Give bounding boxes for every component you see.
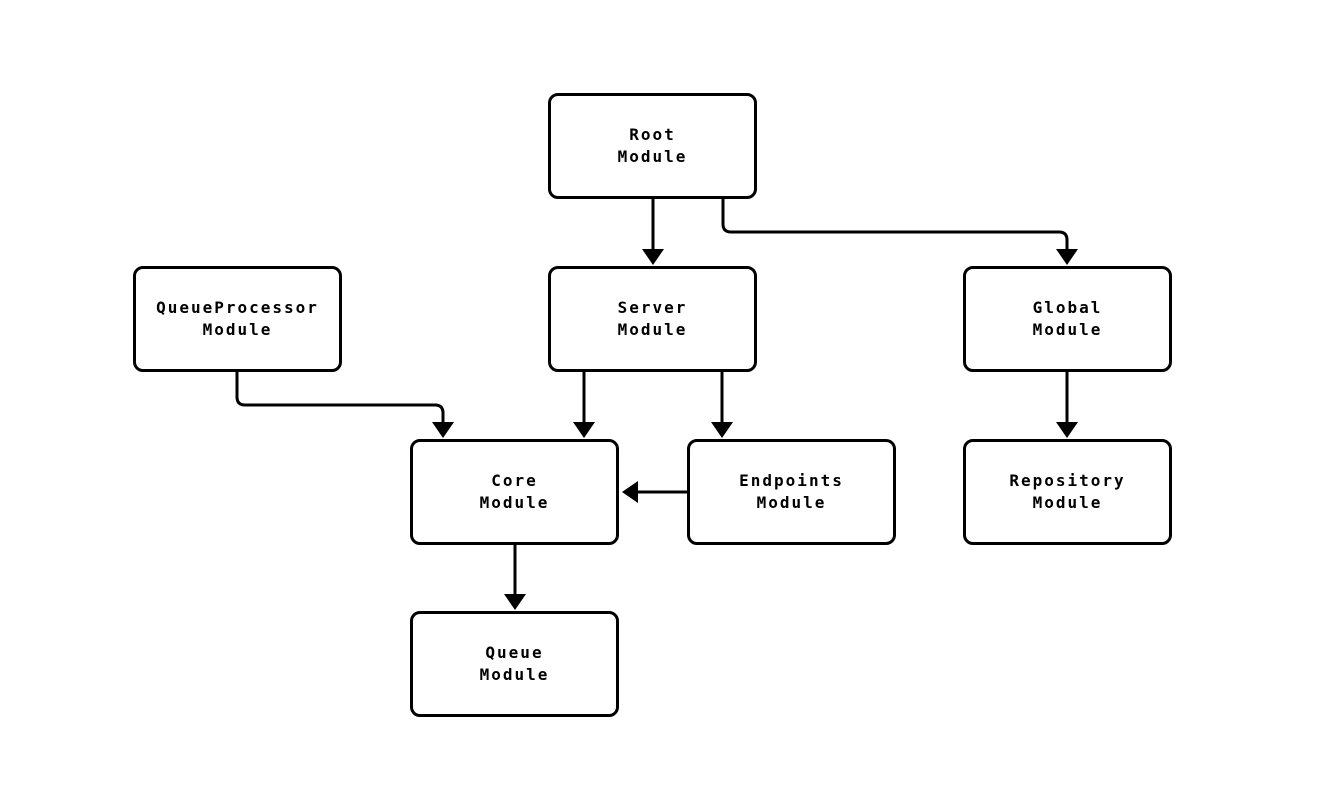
node-label-line: Queue bbox=[485, 643, 544, 662]
node-label-line: Endpoints bbox=[739, 471, 844, 490]
node-label-line: Global bbox=[1032, 298, 1103, 317]
node-label-line: Module bbox=[479, 665, 550, 684]
edge-root-global bbox=[721, 198, 1078, 265]
node-label-line: Module bbox=[617, 147, 688, 166]
node-queueprocessor-module: QueueProcessor Module bbox=[133, 266, 342, 372]
node-label-line: Module bbox=[479, 493, 550, 512]
node-label-line: Module bbox=[1032, 320, 1103, 339]
node-root-module: Root Module bbox=[548, 93, 757, 199]
node-label-line: Core bbox=[491, 471, 538, 490]
edge-queueprocessor-core bbox=[235, 372, 454, 438]
node-label-line: Module bbox=[202, 320, 273, 339]
node-label-line: Module bbox=[617, 320, 688, 339]
node-global-module: Global Module bbox=[963, 266, 1172, 372]
node-endpoints-module: Endpoints Module bbox=[687, 439, 896, 545]
node-repository-module: Repository Module bbox=[963, 439, 1172, 545]
node-label-line: Server bbox=[617, 298, 688, 317]
node-queue-module: Queue Module bbox=[410, 611, 619, 717]
node-label-line: Repository bbox=[1009, 471, 1126, 490]
node-server-module: Server Module bbox=[548, 266, 757, 372]
node-label-line: Root bbox=[629, 125, 676, 144]
node-label-line: QueueProcessor bbox=[156, 298, 319, 317]
node-label-line: Module bbox=[756, 493, 827, 512]
node-core-module: Core Module bbox=[410, 439, 619, 545]
node-label-line: Module bbox=[1032, 493, 1103, 512]
